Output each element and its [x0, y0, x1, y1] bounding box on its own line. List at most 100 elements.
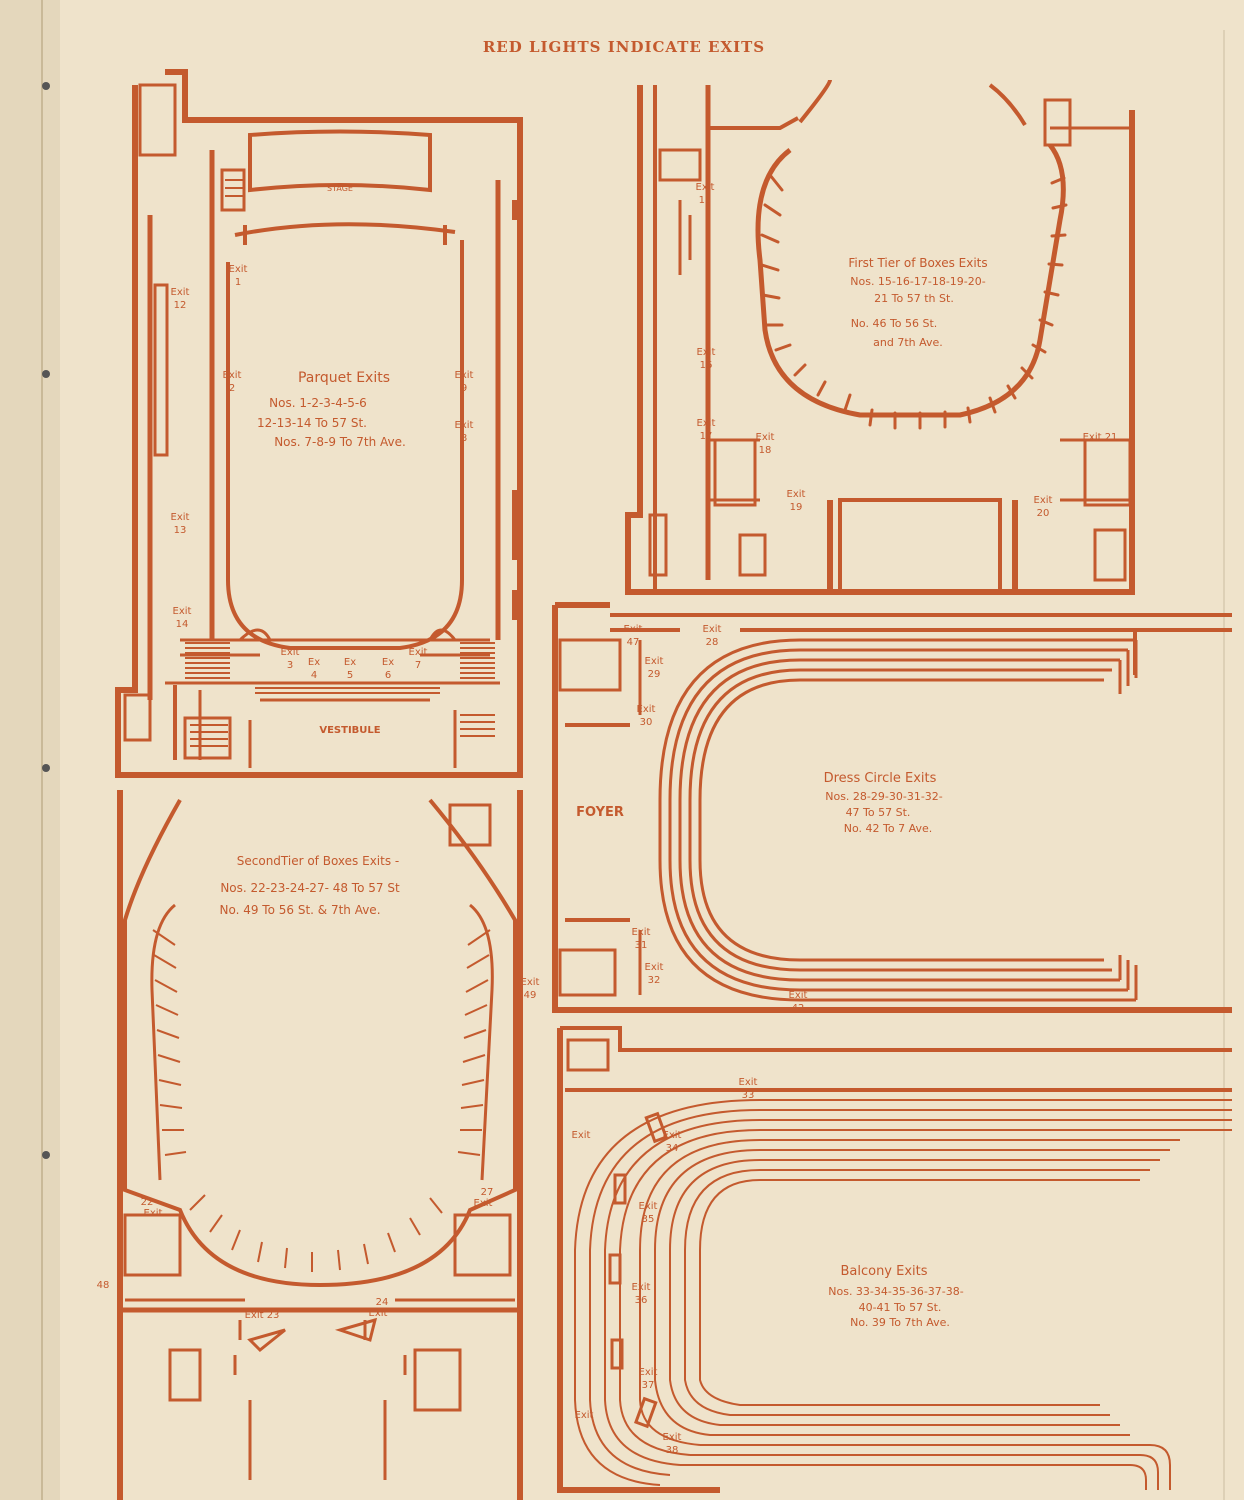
- exit-19-number: 19: [790, 502, 803, 513]
- page-header: RED LIGHTS INDICATE EXITS: [483, 38, 765, 56]
- exit-42-number: 42: [792, 1003, 805, 1014]
- exit-17-number: 17: [700, 431, 713, 442]
- exit-36-word: Exit: [632, 1282, 651, 1293]
- exit-49-number: 49: [524, 990, 537, 1001]
- second-tier-plan: [117, 790, 523, 1500]
- first-tier-heading: First Tier of Boxes Exits: [848, 256, 987, 270]
- exit-27-number: 27: [481, 1187, 494, 1198]
- exit-30-word: Exit: [637, 704, 656, 715]
- first-tier-line-3: No. 46 To 56 St.: [851, 317, 938, 330]
- exit-14-number: 14: [176, 619, 189, 630]
- dress-circle-plan: [552, 602, 1232, 1013]
- exit-30-number: 30: [640, 717, 653, 728]
- exit-19-word: Exit: [787, 489, 806, 500]
- exit-1-word: Exit: [229, 264, 248, 275]
- exit-12-number: 12: [174, 300, 187, 311]
- exit-27-word: Exit: [474, 1198, 493, 1209]
- balcony-tiers: [574, 1099, 1232, 1490]
- parquet-heading: Parquet Exits: [298, 370, 390, 386]
- exit-24-number: 24: [376, 1297, 389, 1308]
- parquet-line-2: 12-13-14 To 57 St.: [257, 416, 367, 430]
- exit-17-word: Exit: [697, 418, 716, 429]
- exit-7-word: Exit: [409, 647, 428, 658]
- exit-22-number: 22: [141, 1197, 154, 1208]
- exit-32-number: 32: [648, 975, 661, 986]
- second-tier-line-1: Nos. 22-23-24-27- 48 To 57 St: [220, 881, 400, 895]
- first-tier-box-ticks: [760, 173, 1068, 430]
- exit-5-word: Ex: [344, 657, 356, 668]
- exit-9-word: Exit: [455, 370, 474, 381]
- exit-47-number: 47: [627, 637, 640, 648]
- exit-5-number: 5: [347, 670, 353, 681]
- exit-15-number: 15: [699, 195, 712, 206]
- exit-12-word: Exit: [171, 287, 190, 298]
- first-tier-line-1: Nos. 15-16-17-18-19-20-: [850, 275, 986, 288]
- exit-6-number: 6: [385, 670, 391, 681]
- exit-20-number: 20: [1037, 508, 1050, 519]
- first-tier-plan: [625, 79, 1135, 595]
- exit-21-label: Exit 21: [1083, 432, 1118, 443]
- exit-unnumbered-2: Exit: [575, 1410, 594, 1421]
- exit-34-number: 34: [666, 1143, 679, 1154]
- parquet-line-3: Nos. 7-8-9 To 7th Ave.: [274, 435, 406, 449]
- exit-3-word: Exit: [281, 647, 300, 658]
- exit-16-word: Exit: [697, 347, 716, 358]
- exit-33-number: 33: [742, 1090, 755, 1101]
- exit-2-word: Exit: [223, 370, 242, 381]
- exit-28-number: 28: [706, 637, 719, 648]
- dress-circle-tiers: [658, 638, 1138, 1002]
- exit-24-word: Exit: [369, 1308, 388, 1319]
- vestibule-label: VESTIBULE: [319, 725, 380, 736]
- exit-23-label: Exit 23: [245, 1310, 280, 1321]
- exit-35-number: 35: [642, 1214, 655, 1225]
- balcony-plan: [557, 1026, 1232, 1493]
- first-tier-line-2: 21 To 57 th St.: [874, 292, 954, 305]
- dress-circle-line-2: 47 To 57 St.: [846, 806, 911, 819]
- exit-28-word: Exit: [703, 624, 722, 635]
- exit-29-number: 29: [648, 669, 661, 680]
- first-tier-line-4: and 7th Ave.: [873, 336, 943, 349]
- second-tier-line-2: No. 49 To 56 St. & 7th Ave.: [219, 903, 380, 917]
- exit-37-number: 37: [642, 1380, 655, 1391]
- balcony-heading: Balcony Exits: [840, 1264, 927, 1279]
- exit-4-word: Ex: [308, 657, 320, 668]
- exit-33-word: Exit: [739, 1077, 758, 1088]
- balcony-line-1: Nos. 33-34-35-36-37-38-: [828, 1285, 964, 1298]
- parquet-line-1: Nos. 1-2-3-4-5-6: [269, 396, 367, 410]
- exit-13-word: Exit: [171, 512, 190, 523]
- exit-2-number: 2: [229, 383, 235, 394]
- exit-unnumbered-1: Exit: [572, 1130, 591, 1141]
- exit-16-number: 16: [700, 360, 713, 371]
- balcony-line-2: 40-41 To 57 St.: [859, 1301, 942, 1314]
- balcony-line-3: No. 39 To 7th Ave.: [850, 1316, 950, 1329]
- exit-markers: Exit1Exit2Exit12Exit13Exit14Exit9Exit8Ex…: [97, 182, 1118, 1456]
- exit-37-word: Exit: [639, 1367, 658, 1378]
- dress-circle-line-3: No. 42 To 7 Ave.: [844, 822, 932, 835]
- exit-36-number: 36: [635, 1295, 648, 1306]
- exit-3-number: 3: [287, 660, 293, 671]
- exit-48-number: 48: [97, 1280, 110, 1291]
- exit-9-number: 9: [461, 383, 467, 394]
- exit-38-number: 38: [666, 1445, 679, 1456]
- balcony-aisle-boxes: [608, 1111, 669, 1429]
- exit-18-word: Exit: [756, 432, 775, 443]
- exit-38-word: Exit: [663, 1432, 682, 1443]
- exit-4-number: 4: [311, 670, 317, 681]
- exit-22-word: Exit: [144, 1208, 163, 1219]
- exit-31-number: 31: [635, 940, 648, 951]
- exit-15-word: Exit: [696, 182, 715, 193]
- exit-8-number: 8: [461, 433, 467, 444]
- exit-29-word: Exit: [645, 656, 664, 667]
- exit-14-word: Exit: [173, 606, 192, 617]
- exit-1-number: 1: [235, 277, 241, 288]
- exit-47-word: Exit: [624, 624, 643, 635]
- exit-6-word: Ex: [382, 657, 394, 668]
- foyer-label: FOYER: [576, 805, 624, 820]
- exit-42-word: Exit: [789, 990, 808, 1001]
- second-tier-heading: SecondTier of Boxes Exits -: [237, 854, 399, 868]
- exit-8-word: Exit: [455, 420, 474, 431]
- exit-35-word: Exit: [639, 1201, 658, 1212]
- second-tier-box-ticks: [152, 929, 491, 1272]
